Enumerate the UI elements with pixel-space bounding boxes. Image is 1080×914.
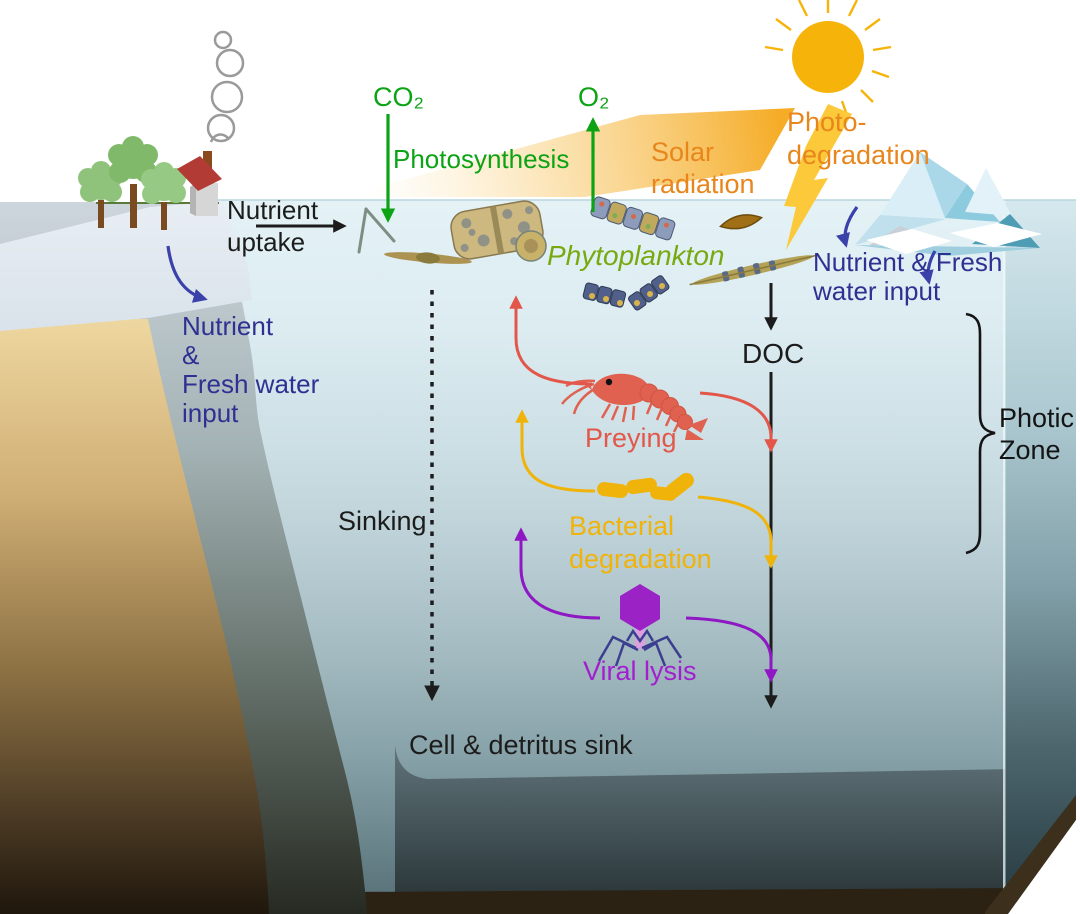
sinking-label: Sinking: [338, 506, 427, 536]
photic-zone-brace: [965, 312, 996, 555]
krill-eye: [605, 378, 613, 386]
preying-up-arrow: [509, 295, 593, 386]
bacteria-up-arrow: [515, 409, 596, 493]
photo-degradation-label: Photo- degradation: [787, 107, 930, 170]
flow-arrows: [166, 114, 937, 709]
nutrient-freshwater-input-right-label: Nutrient & Fresh water input: [813, 247, 1003, 306]
bacteria-to-doc-arrow: [697, 495, 778, 569]
preying-label: Preying: [585, 423, 677, 453]
cell-detritus-sink-label: Cell & detritus sink: [409, 730, 633, 760]
bacterial-degradation-label: Bacterial degradation: [569, 511, 712, 574]
coastal-land: [0, 201, 367, 914]
lightning-bolt-icon: [784, 104, 852, 250]
land-runoff-arrow: [166, 245, 208, 303]
round-diatom: [515, 230, 547, 262]
dinoflagellate: [719, 214, 763, 230]
phytoplankton-label: Phytoplankton: [547, 240, 725, 271]
photosynthesis-label: Photosynthesis: [393, 144, 570, 174]
nutrient-uptake-label-line2: uptake: [227, 227, 306, 257]
chain-diatom: [590, 196, 676, 241]
zigzag-chain-diatom: [582, 275, 670, 311]
doc-label: DOC: [742, 338, 805, 369]
water-body: [218, 199, 1076, 914]
land-surface: [0, 201, 252, 331]
virus-up-arrow: [514, 527, 601, 620]
spindle-diatom: [384, 252, 472, 264]
sand-face: [0, 319, 269, 914]
long-spindle-diatom: [689, 254, 817, 286]
nutrient-uptake-label-line1: Nutrient: [227, 195, 319, 225]
viral-lysis-label: Viral lysis: [583, 656, 697, 686]
nutrient-freshwater-input-left-label: Nutrient & Fresh water input: [182, 311, 320, 428]
smoke-icon: [206, 30, 245, 143]
virus-to-doc-arrow: [685, 616, 778, 683]
ice-floe-icon: [866, 223, 1042, 254]
tree-icon: [78, 136, 186, 230]
sun-icon: [764, 0, 892, 119]
house-icon: [177, 151, 222, 216]
preying-to-doc-arrow: [699, 391, 778, 453]
virus-icon: [597, 584, 683, 667]
krill-icon: [561, 373, 708, 440]
solar-radiation-label: Solar radiation: [651, 137, 755, 199]
iceberg-melt-arrow-1: [836, 206, 859, 248]
photic-zone-label: Photic Zone: [999, 403, 1075, 465]
o2-label: O₂: [578, 82, 610, 112]
phytoplankton-icons: [357, 196, 817, 311]
iceberg-melt-arrow-2: [919, 250, 937, 285]
bacteria-icon: [597, 472, 694, 501]
needle-diatom-pair: [357, 207, 396, 254]
solar-beam-icon: [341, 108, 795, 197]
co2-label: CO₂: [373, 82, 424, 112]
